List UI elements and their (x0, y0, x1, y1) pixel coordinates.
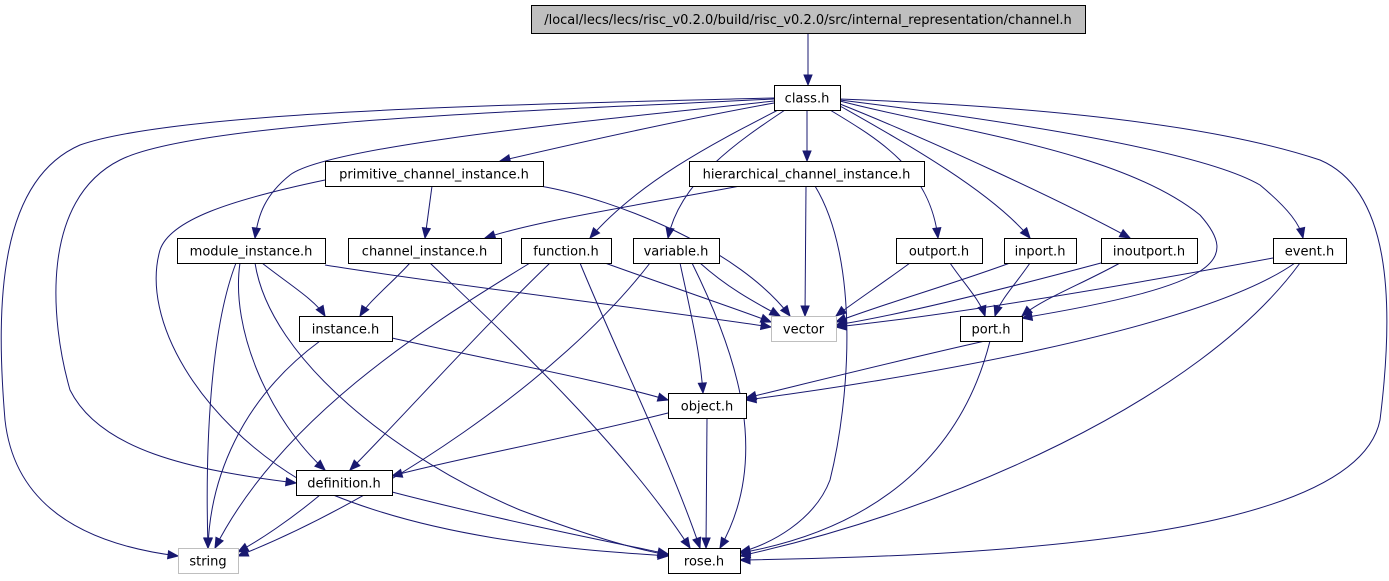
node-event-h[interactable]: event.h (1273, 238, 1347, 264)
edge-class-h-to-inoutport-h (839, 103, 1132, 239)
graph-edges (0, 33, 1388, 565)
node-inport-h[interactable]: inport.h (1004, 238, 1077, 264)
edge-root-to-class-h (803, 33, 813, 87)
node-label: hierarchical_channel_instance.h (703, 168, 911, 183)
edge-inoutport-h-to-port-h (1020, 262, 1121, 317)
edge-module-instance-h-to-instance-h (261, 262, 326, 318)
node-label: class.h (785, 92, 830, 107)
node-label: rose.h (684, 555, 724, 570)
node-definition-h[interactable]: definition.h (296, 470, 393, 496)
edge-inport-h-to-port-h (993, 262, 1031, 318)
graph-nodes: /local/lecs/lecs/risc_v0.2.0/build/risc_… (177, 5, 1347, 574)
node-vector: vector (771, 316, 837, 342)
node-label: outport.h (909, 245, 969, 260)
edge-class-h-to-definition-h (55, 98, 775, 487)
node-instance-h[interactable]: instance.h (299, 316, 393, 342)
node-label: port.h (971, 323, 1010, 338)
edge-class-h-to-outport-h (829, 109, 942, 240)
edge-class-h-to-module-instance-h (251, 100, 775, 240)
edge-function-h-to-vector (604, 262, 773, 323)
edge-variable-h-to-object-h (679, 262, 707, 395)
node-inoutport-h[interactable]: inoutport.h (1101, 238, 1198, 264)
edge-class-h-to-rose-h (738, 98, 1388, 565)
edge-primitive-channel-instance-h-to-channel-instance-h (421, 185, 433, 240)
node-variable-h[interactable]: variable.h (633, 238, 720, 264)
node-module-instance-h[interactable]: module_instance.h (177, 238, 326, 264)
node-hierarchical-channel-instance-h[interactable]: hierarchical_channel_instance.h (689, 161, 925, 187)
edge-class-h-to-primitive-channel-instance-h (498, 102, 775, 164)
edge-port-h-to-object-h (744, 340, 986, 401)
node-outport-h[interactable]: outport.h (896, 238, 983, 264)
edge-outport-h-to-vector (834, 262, 911, 317)
node-label: event.h (1285, 245, 1334, 260)
edge-event-h-to-rose-h (738, 262, 1301, 559)
edge-module-instance-h-to-definition-h (238, 262, 326, 471)
edge-class-h-to-hierarchical-channel-instance-h (802, 110, 812, 163)
node-label: object.h (681, 400, 733, 415)
edge-class-h-to-function-h (589, 109, 779, 240)
edge-function-h-to-string (214, 262, 531, 550)
node-class-h[interactable]: class.h (774, 85, 841, 111)
edge-hierarchical-channel-instance-h-to-rose-h (738, 185, 848, 555)
edge-definition-h-to-string (236, 494, 321, 553)
edge-function-h-to-rose-h (579, 262, 702, 550)
edge-instance-h-to-object-h (391, 337, 670, 402)
edge-module-instance-h-to-string (202, 262, 237, 550)
edge-hierarchical-channel-instance-h-to-channel-instance-h (483, 185, 741, 240)
node-label: vector (783, 323, 825, 338)
node-string: string (178, 548, 239, 574)
node-label: module_instance.h (190, 245, 313, 260)
node-label: primitive_channel_instance.h (339, 168, 529, 183)
edge-variable-h-to-string (236, 262, 651, 557)
edge-object-h-to-rose-h (701, 417, 711, 550)
edge-module-instance-h-to-vector (324, 264, 773, 331)
edge-primitive-channel-instance-h-to-vector (539, 185, 791, 318)
edge-class-h-to-event-h (839, 99, 1306, 240)
node-label: instance.h (312, 323, 379, 338)
node-port-h[interactable]: port.h (960, 316, 1023, 342)
node-label: definition.h (307, 477, 381, 492)
edge-class-h-to-inport-h (839, 105, 1031, 240)
edge-object-h-to-definition-h (390, 412, 669, 478)
node-label: variable.h (644, 245, 709, 260)
edge-hierarchical-channel-instance-h-to-vector (800, 185, 810, 318)
node-label: inoutport.h (1113, 245, 1185, 260)
edge-variable-h-to-vector (699, 262, 782, 317)
node-object-h[interactable]: object.h (668, 393, 747, 419)
edge-class-h-to-string (0, 97, 775, 560)
node-label: string (189, 555, 226, 570)
edge-instance-h-to-string (203, 340, 321, 550)
node-channel-instance-h[interactable]: channel_instance.h (348, 238, 502, 264)
node-rose-h[interactable]: rose.h (668, 548, 741, 574)
node-root[interactable]: /local/lecs/lecs/risc_v0.2.0/build/risc_… (531, 5, 1086, 34)
edge-module-instance-h-to-rose-h (254, 262, 670, 558)
edge-channel-instance-h-to-instance-h (359, 262, 411, 318)
node-primitive-channel-instance-h[interactable]: primitive_channel_instance.h (325, 161, 544, 187)
edge-definition-h-to-rose-h (391, 491, 670, 557)
node-label: channel_instance.h (362, 245, 487, 260)
edge-event-h-to-vector (834, 257, 1274, 331)
node-label: inport.h (1015, 245, 1066, 260)
edge-port-h-to-rose-h (738, 340, 991, 556)
node-function-h[interactable]: function.h (521, 238, 612, 264)
node-label: function.h (533, 245, 598, 260)
edge-channel-instance-h-to-rose-h (429, 262, 691, 550)
edge-function-h-to-definition-h (349, 262, 551, 471)
edge-class-h-to-port-h (839, 100, 1218, 321)
node-label: /local/lecs/lecs/risc_v0.2.0/build/risc_… (544, 13, 1072, 28)
